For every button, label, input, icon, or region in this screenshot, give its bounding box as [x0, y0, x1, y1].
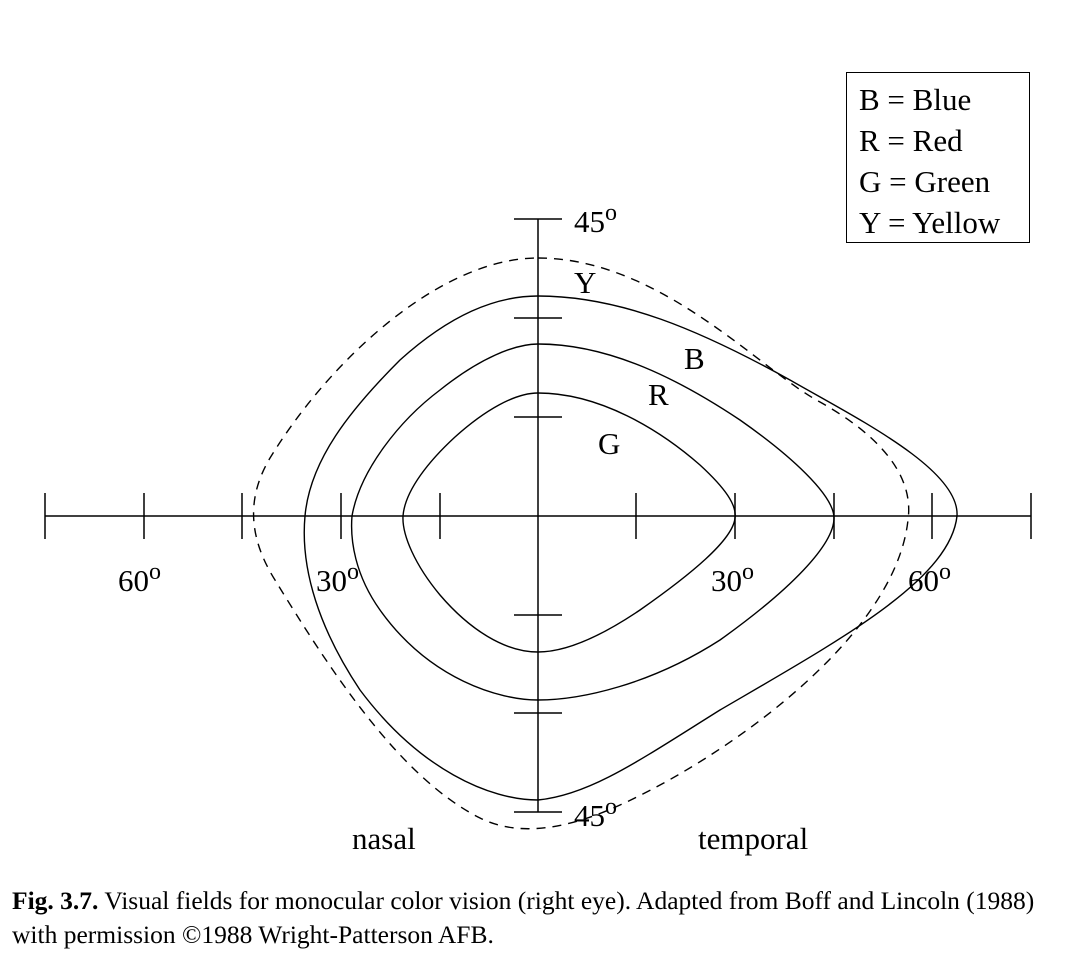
left-30-label: 30o — [316, 559, 359, 598]
top-45-label: 45o — [574, 200, 617, 239]
left-60-label: 60o — [118, 559, 161, 598]
visual-field-diagram: 45o 45o 60o 30o 30o 60o Y B R G nasal te… — [44, 200, 1032, 856]
caption-text: Visual fields for monocular color vision… — [12, 886, 1035, 949]
red-field-curve — [350, 343, 835, 701]
caption-figure-number: Fig. 3.7. — [12, 886, 99, 915]
green-field-curve — [402, 392, 736, 653]
bottom-45-label: 45o — [574, 794, 617, 833]
vertical-ticks — [514, 218, 562, 813]
nasal-label: nasal — [352, 821, 416, 856]
legend-item-yellow: Y = Yellow — [859, 205, 1001, 240]
right-30-label: 30o — [711, 559, 754, 598]
curve-label-y: Y — [574, 265, 596, 300]
temporal-label: temporal — [698, 821, 808, 856]
legend-item-red: R = Red — [859, 123, 963, 158]
legend-item-blue: B = Blue — [859, 82, 972, 117]
legend-item-green: G = Green — [859, 164, 991, 199]
figure-caption: Fig. 3.7. Visual fields for monocular co… — [12, 884, 1074, 952]
yellow-field-curve — [252, 257, 910, 830]
curve-label-b: B — [684, 341, 705, 376]
legend: B = Blue R = Red G = Green Y = Yellow — [846, 72, 1030, 243]
blue-field-curve — [303, 295, 958, 801]
curve-label-g: G — [598, 426, 620, 461]
curve-label-r: R — [648, 377, 669, 412]
right-60-label: 60o — [908, 559, 951, 598]
